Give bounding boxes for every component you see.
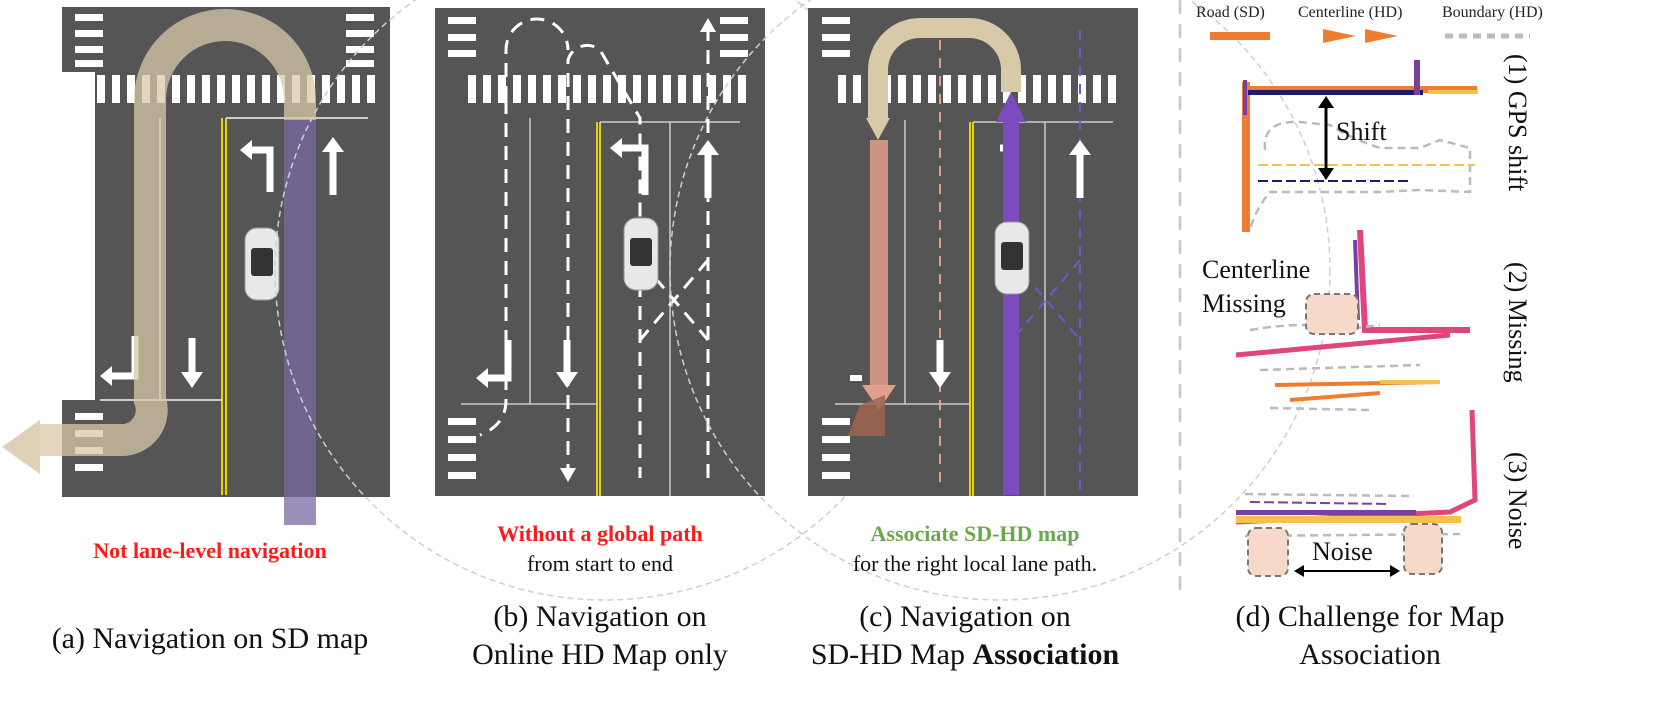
car-icon xyxy=(244,227,280,301)
panel-c-caption-line2-plain: SD-HD Map xyxy=(810,638,973,671)
panel-b-subtitle: Without a global path from start to end xyxy=(450,519,750,579)
noise-illustration xyxy=(1235,409,1478,577)
panel-c-caption-line2: SD-HD Map Association xyxy=(785,636,1145,674)
panel-a-caption: (a) Navigation on SD map xyxy=(20,620,400,658)
noise-annotation: Noise xyxy=(1312,537,1373,566)
legend-boundary: Boundary (HD) xyxy=(1442,4,1543,21)
panel-a-subtitle-text: Not lane-level navigation xyxy=(93,538,327,563)
panel-a-caption-line1: (a) Navigation on SD map xyxy=(51,622,369,655)
panel-b-caption: (b) Navigation on Online HD Map only xyxy=(430,598,770,674)
panel-c-caption-line2-bold: Association xyxy=(972,638,1120,671)
panel-c-caption: (c) Navigation on SD-HD Map Association xyxy=(785,598,1145,674)
gps-shift-illustration xyxy=(1242,60,1478,232)
panel-b-caption-line2: Online HD Map only xyxy=(472,638,728,671)
row-label-missing: (2) Missing xyxy=(1503,262,1532,383)
panel-a-subtitle: Not lane-level navigation xyxy=(60,536,360,566)
row-label-gps-shift: (1) GPS shift xyxy=(1503,54,1532,192)
zebra-b xyxy=(468,75,746,103)
legend-centerline-swatch xyxy=(1323,29,1398,43)
legend-road-swatch xyxy=(1210,32,1270,40)
panel-d-caption-line1: (d) Challenge for Map xyxy=(1235,600,1505,633)
legend-centerline: Centerline (HD) xyxy=(1298,4,1403,21)
panel-a-map xyxy=(2,7,390,525)
panel-c-caption-line1: (c) Navigation on xyxy=(859,600,1071,633)
panel-d-caption-line2: Association xyxy=(1299,638,1441,671)
panel-b-caption-line1: (b) Navigation on xyxy=(493,600,707,633)
panel-c-map xyxy=(669,0,1331,601)
car-icon xyxy=(623,217,659,291)
panel-c-subtitle-bold: Associate SD-HD map xyxy=(870,521,1080,546)
panel-c-subtitle-plain: for the right local lane path. xyxy=(852,551,1098,576)
car-icon xyxy=(994,221,1030,295)
panel-b-map xyxy=(274,0,936,601)
missing-annotation-line1: Centerline xyxy=(1202,255,1311,284)
missing-illustration xyxy=(1235,229,1470,412)
panel-c-subtitle: Associate SD-HD map for the right local … xyxy=(815,519,1135,579)
missing-annotation-line2: Missing xyxy=(1202,289,1286,318)
panel-b-subtitle-bold: Without a global path xyxy=(497,521,703,546)
shift-annotation: Shift xyxy=(1336,117,1387,146)
panel-d-caption: (d) Challenge for Map Association xyxy=(1200,598,1540,674)
panel-b-subtitle-plain: from start to end xyxy=(526,551,674,576)
legend-road: Road (SD) xyxy=(1196,4,1265,21)
row-label-noise: (3) Noise xyxy=(1503,452,1532,550)
